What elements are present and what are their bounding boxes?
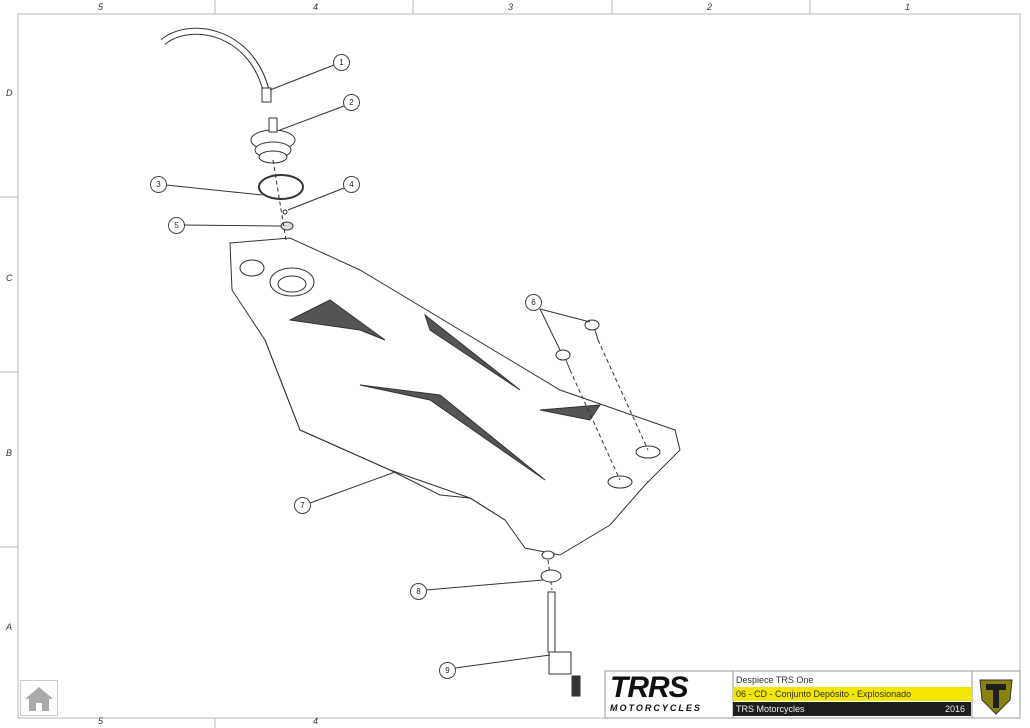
callout-8: 8 — [410, 583, 427, 600]
part-screws — [555, 319, 600, 371]
callout-7: 7 — [294, 497, 311, 514]
ruler-col-4: 4 — [313, 2, 319, 12]
callout-4: 4 — [343, 176, 360, 193]
part-tank — [229, 237, 681, 560]
ruler-row-b: B — [6, 448, 13, 458]
title-company-row: TRS Motorcycles 2016 — [733, 702, 971, 716]
trrs-logo: TRRS MOTORCYCLES — [610, 673, 730, 717]
callout-2: 2 — [343, 94, 360, 111]
ruler-ticks — [0, 0, 811, 728]
callout-9: 9 — [439, 662, 456, 679]
drawing-frame — [17, 13, 1021, 719]
callout-1: 1 — [333, 54, 350, 71]
year: 2016 — [944, 704, 965, 714]
ruler-col-1: 1 — [905, 2, 911, 12]
trs-shield-logo — [979, 679, 1013, 715]
leader-lines — [165, 64, 591, 669]
callout-6: 6 — [525, 294, 542, 311]
company-name: TRS Motorcycles — [736, 704, 805, 714]
ruler-row-a: A — [6, 622, 13, 632]
part-ball — [282, 209, 288, 215]
logo-text: TRRS — [610, 671, 689, 704]
part-clamp-tap — [540, 569, 581, 697]
part-oring — [258, 174, 304, 200]
part-cap — [250, 117, 296, 164]
title-line-1: Despiece TRS One — [736, 675, 814, 685]
ruler-bottom-4: 4 — [313, 716, 319, 726]
ruler-row-c: C — [6, 273, 13, 283]
callout-3: 3 — [150, 176, 167, 193]
home-icon — [25, 687, 53, 711]
ruler-row-d: D — [6, 88, 13, 98]
callout-5: 5 — [168, 217, 185, 234]
title-line-2: 06 - CD - Conjunto Depósito - Explosiona… — [733, 687, 971, 701]
logo-subtext: MOTORCYCLES — [610, 703, 702, 713]
home-button[interactable] — [20, 680, 58, 716]
part-hose — [160, 27, 272, 103]
ruler-col-2: 2 — [707, 2, 713, 12]
ruler-col-3: 3 — [508, 2, 514, 12]
ruler-bottom-5: 5 — [98, 716, 104, 726]
ruler-col-5: 5 — [98, 2, 104, 12]
